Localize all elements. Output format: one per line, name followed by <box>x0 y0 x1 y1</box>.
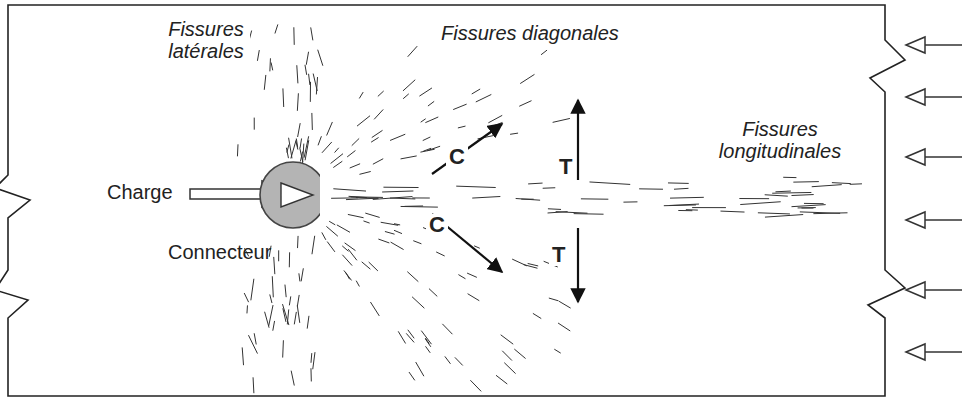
force-arrows <box>432 100 578 302</box>
load-label: Charge <box>104 181 176 203</box>
crack-pattern <box>237 20 862 393</box>
force-label: T <box>556 156 575 178</box>
crack-label: Fissures diagonales <box>438 22 622 44</box>
force-label: T <box>549 244 568 266</box>
slab-outline <box>0 5 905 396</box>
force-label: C <box>426 214 448 236</box>
force-label: C <box>446 146 468 168</box>
crack-label: Fissures latérales <box>162 18 250 62</box>
connector-stud: Connecteur <box>160 161 320 263</box>
crack-label: Fissures longitudinales <box>692 118 868 162</box>
pressure-arrows <box>906 37 962 360</box>
connector-circle <box>160 161 320 231</box>
connector-label: Connecteur <box>160 241 320 263</box>
